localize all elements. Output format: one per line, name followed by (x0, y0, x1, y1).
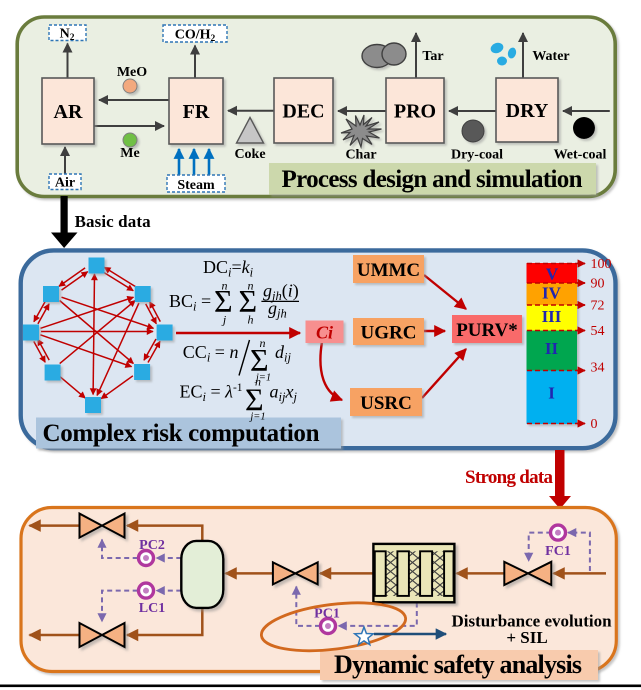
svg-text:j=1: j=1 (254, 373, 271, 384)
svg-text:n: n (222, 279, 228, 293)
svg-text:BCi =: BCi = (169, 291, 211, 314)
svg-text:Tar: Tar (422, 49, 443, 64)
svg-text:II: II (545, 339, 559, 358)
svg-text:Basic data: Basic data (75, 212, 152, 231)
svg-text:DEC: DEC (282, 101, 324, 123)
svg-text:PURV*: PURV* (456, 320, 518, 341)
svg-text:III: III (542, 307, 562, 326)
svg-text:I: I (548, 384, 555, 403)
svg-text:Σ: Σ (245, 382, 264, 418)
svg-text:72: 72 (591, 299, 605, 314)
svg-text:Coke: Coke (234, 147, 265, 162)
svg-text:Strong data: Strong data (465, 467, 554, 488)
svg-text:DCi=ki: DCi=ki (203, 257, 254, 280)
svg-text:DRY: DRY (506, 100, 549, 122)
svg-text:V: V (546, 265, 559, 284)
svg-text:USRC: USRC (360, 393, 412, 414)
svg-text:PC1: PC1 (314, 607, 340, 622)
svg-text:FR: FR (183, 101, 210, 123)
svg-text:Char: Char (345, 148, 376, 163)
svg-text:Dynamic safety analysis: Dynamic safety analysis (334, 650, 582, 679)
svg-text:100: 100 (591, 257, 612, 272)
svg-text:Ci: Ci (316, 323, 333, 343)
svg-text:34: 34 (591, 361, 605, 376)
svg-text:Dry-coal: Dry-coal (451, 148, 503, 163)
svg-text:h: h (248, 313, 254, 327)
svg-text:Process design and simulation: Process design and simulation (282, 166, 583, 193)
svg-text:54: 54 (591, 324, 605, 339)
svg-text:Complex risk computation: Complex risk computation (43, 420, 320, 447)
svg-text:+ SIL: + SIL (506, 628, 547, 647)
svg-text:PRO: PRO (394, 101, 436, 123)
svg-text:Me: Me (120, 146, 139, 161)
svg-text:90: 90 (591, 277, 605, 292)
svg-text:MeO: MeO (117, 65, 147, 80)
svg-text:AR: AR (54, 101, 83, 123)
svg-text:FC1: FC1 (545, 544, 571, 559)
svg-text:UMMC: UMMC (357, 260, 420, 281)
svg-text:n: n (248, 279, 254, 293)
svg-text:IV: IV (542, 284, 562, 303)
svg-text:PC2: PC2 (139, 538, 165, 553)
svg-text:CCi = n: CCi = n (183, 342, 239, 365)
svg-text:j=1: j=1 (248, 412, 265, 423)
svg-text:0: 0 (591, 417, 598, 432)
svg-text:Water: Water (532, 49, 569, 64)
svg-text:Σ: Σ (239, 283, 258, 319)
svg-text:aijxj: aijxj (270, 382, 298, 405)
svg-text:ECi = λ-1: ECi = λ-1 (180, 382, 243, 405)
svg-text:CO/H2: CO/H2 (175, 28, 216, 45)
svg-text:gjh(i): gjh(i) (263, 281, 299, 304)
svg-text:Σ: Σ (214, 283, 233, 319)
svg-text:Air: Air (55, 176, 75, 191)
svg-text:UGRC: UGRC (361, 323, 417, 344)
svg-text:LC1: LC1 (139, 601, 165, 616)
svg-text:Steam: Steam (177, 178, 215, 193)
svg-text:Disturbance evolution: Disturbance evolution (451, 612, 612, 631)
svg-text:n: n (260, 336, 266, 350)
svg-text:n: n (255, 375, 261, 389)
svg-text:Σ: Σ (250, 342, 269, 378)
svg-text:j: j (221, 313, 227, 327)
svg-text:Wet-coal: Wet-coal (554, 148, 607, 163)
